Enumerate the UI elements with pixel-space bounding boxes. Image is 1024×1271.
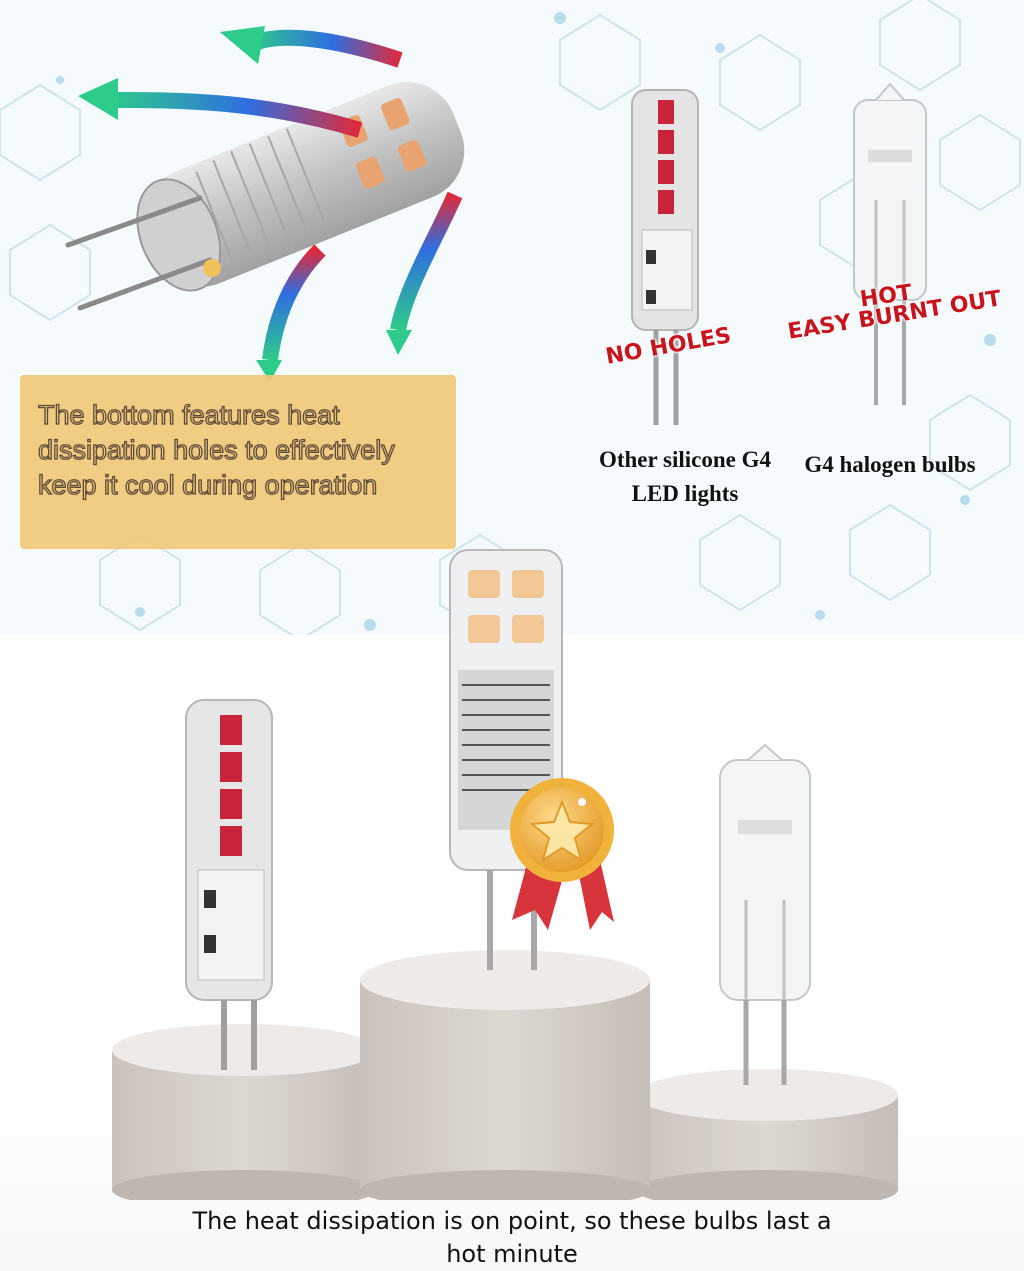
silicone-led-caption: Other silicone G4 LED lights — [598, 447, 772, 506]
halogen-bulb-podium — [719, 743, 811, 1085]
podium-comparison-illustration — [112, 549, 898, 1200]
callout-box — [20, 375, 456, 549]
center-podium — [360, 950, 650, 1200]
led-bulb-heat-flow-illustration — [65, 26, 465, 380]
footer-caption: The heat dissipation is on point, so the… — [192, 1207, 832, 1268]
left-podium — [112, 1024, 376, 1200]
silicone-led-bulb-podium — [185, 699, 273, 1070]
halogen-bulb-image — [853, 82, 927, 405]
award-medal-icon — [510, 778, 614, 930]
halogen-caption: G4 halogen bulbs — [804, 452, 976, 477]
feature-panel: The bottom features heat dissipation hol… — [0, 0, 1024, 635]
right-podium — [636, 1069, 898, 1200]
callout-text: The bottom features heat dissipation hol… — [37, 399, 395, 500]
silicone-led-bulb-image — [631, 89, 699, 425]
heat-flow-arrow-icon — [78, 26, 463, 380]
